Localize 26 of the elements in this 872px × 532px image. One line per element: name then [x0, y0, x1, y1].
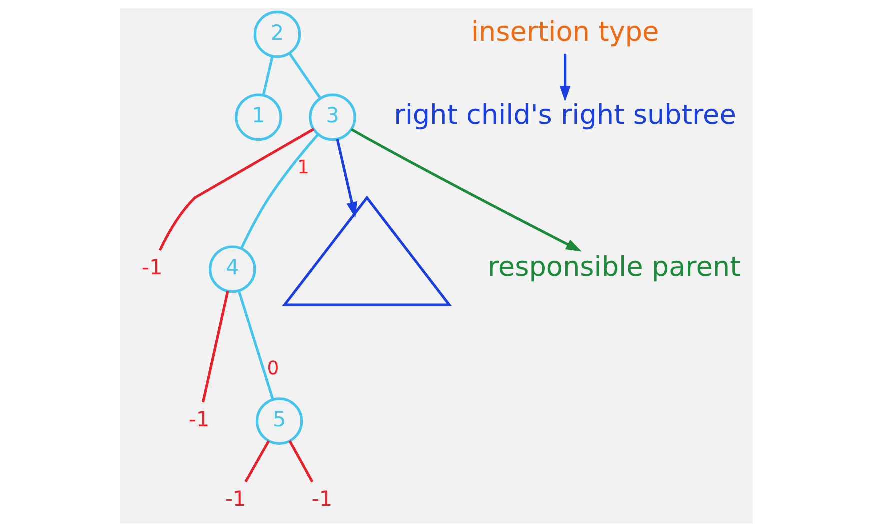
node-text: -1 — [311, 487, 332, 511]
arrow — [559, 54, 570, 102]
node-text: right child's right subtree — [394, 100, 736, 131]
connector — [158, 128, 314, 251]
node-text: -1 — [188, 408, 210, 432]
arrow — [336, 138, 357, 218]
connector — [240, 134, 319, 250]
node-text: -1 — [141, 256, 162, 280]
edge-label: 0 — [266, 358, 279, 380]
connector — [262, 56, 274, 96]
node-triangle — [282, 196, 452, 306]
connector — [237, 290, 274, 400]
node-text: -1 — [224, 487, 246, 511]
arrow — [350, 128, 582, 252]
connector — [244, 440, 270, 483]
connector — [201, 290, 229, 403]
node-text: insertion type — [470, 17, 659, 48]
node-circle: 3 — [308, 94, 356, 142]
connector — [288, 440, 314, 483]
node-circle: 1 — [234, 94, 282, 142]
connector — [288, 52, 322, 100]
node-circle: 4 — [208, 246, 256, 293]
node-circle: 2 — [253, 10, 301, 58]
node-circle: 5 — [255, 398, 303, 445]
node-text: responsible parent — [487, 252, 740, 283]
edge-label: 1 — [297, 157, 310, 178]
